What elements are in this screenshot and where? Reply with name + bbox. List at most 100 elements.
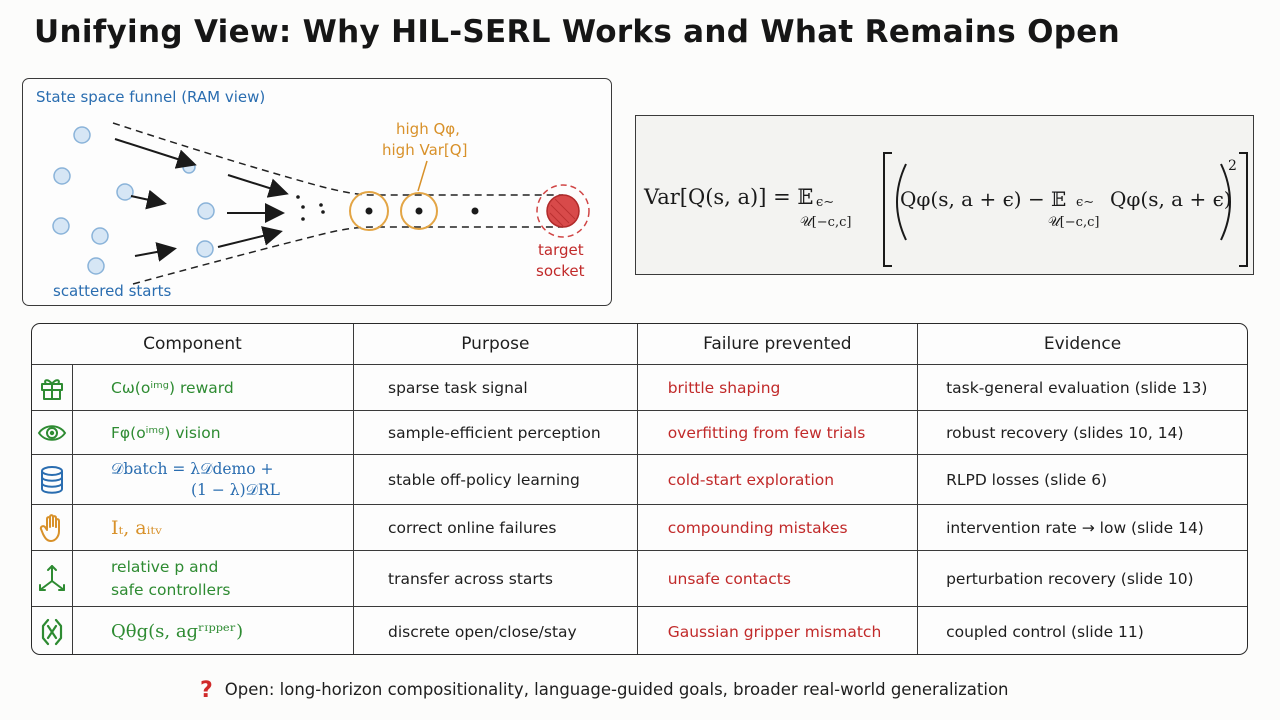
target-socket	[546, 194, 580, 228]
component-text: Iₜ, aᵢₜᵥ	[111, 516, 163, 539]
component-cell: Iₜ, aᵢₜᵥ	[72, 504, 354, 551]
table-row: Qθg(s, aɡʳᶦᵖᵖᵉʳ) discrete open/close/sta…	[32, 606, 1247, 654]
target-socket-outer-ring	[536, 184, 590, 238]
evidence-cell: perturbation recovery (slide 10)	[917, 550, 1247, 607]
purpose-cell: transfer across starts	[353, 550, 638, 607]
purpose-cell: stable off-policy learning	[353, 454, 638, 505]
state-dot	[301, 205, 305, 209]
equation-power: 2	[1228, 158, 1237, 174]
failure-cell: Gaussian gripper mismatch	[636, 606, 919, 654]
failure-text: overfitting from few trials	[667, 423, 866, 442]
equation-sub2b: 𝒰[−c,c]	[1048, 215, 1099, 230]
flow-arrow	[227, 174, 289, 198]
high-q-circle	[400, 192, 438, 230]
equation-sub1b: 𝒰[−c,c]	[800, 215, 851, 230]
start-dot	[52, 217, 70, 235]
funnel-heading: State space funnel (RAM view)	[36, 88, 266, 106]
row-icon-cell	[32, 606, 73, 654]
state-dot	[321, 210, 325, 214]
component-text: Cω(oⁱᵐᵍ) reward	[111, 378, 234, 397]
target-label-line1: target	[538, 241, 584, 259]
header-evidence: Evidence	[917, 324, 1247, 365]
high-q-label-line1: high Qφ,	[396, 120, 460, 138]
flow-arrow	[130, 189, 167, 210]
row-icon-cell	[32, 504, 73, 551]
equation-inner-a: Qφ(s, a + ϵ) − 𝔼	[900, 187, 1066, 211]
component-text: Fφ(oⁱᵐᵍ) vision	[111, 423, 221, 442]
state-dot	[319, 203, 323, 207]
failure-text: Gaussian gripper mismatch	[667, 622, 882, 641]
start-dot	[196, 240, 214, 258]
equation-sub2: ϵ∼	[1076, 195, 1094, 210]
state-dot	[296, 195, 300, 199]
component-cell: 𝒟batch = λ𝒟demo + (1 − λ)𝒟RL	[72, 454, 354, 505]
open-questions-text: Open: long-horizon compositionality, lan…	[224, 680, 1009, 699]
table-row: Fφ(oⁱᵐᵍ) vision sample-efficient percept…	[32, 410, 1247, 455]
failure-cell: brittle shaping	[636, 364, 919, 411]
table-header-row: Component Purpose Failure prevented Evid…	[32, 324, 1247, 365]
component-cell: Qθg(s, aɡʳᶦᵖᵖᵉʳ)	[72, 606, 354, 654]
components-table: Component Purpose Failure prevented Evid…	[31, 323, 1248, 655]
start-dot	[91, 227, 109, 245]
start-dot	[87, 257, 105, 275]
state-dot	[471, 207, 479, 215]
flow-arrow	[114, 138, 197, 169]
evidence-cell: RLPD losses (slide 6)	[917, 454, 1247, 505]
component-text: 𝒟batch = λ𝒟demo +	[111, 459, 274, 478]
row-icon-cell	[32, 550, 73, 607]
component-text-line2: safe controllers	[111, 580, 231, 599]
state-space-funnel-panel: State space funnel (RAM view) scattered …	[22, 78, 612, 306]
failure-text: brittle shaping	[667, 378, 781, 397]
table-row: 𝒟batch = λ𝒟demo + (1 − λ)𝒟RL stable off-…	[32, 454, 1247, 505]
funnel-bottom-edge	[132, 226, 563, 285]
component-cell: Fφ(oⁱᵐᵍ) vision	[72, 410, 354, 455]
start-dot	[116, 183, 134, 201]
question-mark-icon: ?	[200, 678, 213, 703]
failure-cell: compounding mistakes	[636, 504, 919, 551]
start-dot	[53, 167, 71, 185]
equation-sub1: ϵ∼	[816, 195, 834, 210]
component-cell: Cω(oⁱᵐᵍ) reward	[72, 364, 354, 411]
equation-inner-b: Qφ(s, a + ϵ)	[1110, 187, 1232, 211]
scattered-starts-label: scattered starts	[53, 282, 172, 300]
table-row: relative p and safe controllers transfer…	[32, 550, 1247, 607]
purpose-cell: discrete open/close/stay	[353, 606, 638, 654]
state-dot	[365, 207, 373, 215]
gripper-icon	[41, 618, 63, 645]
purpose-cell: sample-efficient perception	[353, 410, 638, 455]
header-component: Component	[32, 324, 354, 365]
evidence-cell: robust recovery (slides 10, 14)	[917, 410, 1247, 455]
funnel-top-edge	[112, 122, 563, 196]
equation-lhs: Var[Q(s, a)] = 𝔼	[643, 185, 813, 209]
axes-icon	[39, 564, 65, 591]
header-purpose: Purpose	[353, 324, 638, 365]
table-row: Cω(oⁱᵐᵍ) reward sparse task signal britt…	[32, 364, 1247, 411]
flow-arrow	[217, 226, 283, 248]
database-icon	[41, 465, 63, 494]
high-q-circle	[349, 191, 389, 231]
row-icon-cell	[32, 410, 73, 455]
failure-cell: unsafe contacts	[636, 550, 919, 607]
component-text: Qθg(s, aɡʳᶦᵖᵖᵉʳ)	[111, 621, 244, 643]
failure-text: unsafe contacts	[667, 569, 791, 588]
failure-cell: cold-start exploration	[636, 454, 919, 505]
purpose-cell: sparse task signal	[353, 364, 638, 411]
state-dot	[415, 207, 423, 215]
eye-icon	[37, 424, 67, 441]
failure-text: compounding mistakes	[667, 518, 848, 537]
evidence-cell: task-general evaluation (slide 13)	[917, 364, 1247, 411]
component-cell: relative p and safe controllers	[72, 550, 354, 607]
failure-cell: overfitting from few trials	[636, 410, 919, 455]
start-dot	[73, 126, 91, 144]
gift-icon	[41, 378, 63, 400]
component-text: relative p and	[111, 557, 219, 576]
open-questions: ? Open: long-horizon compositionality, la…	[200, 678, 1200, 703]
flow-arrow	[134, 242, 177, 262]
high-q-label-line2: high Var[Q]	[382, 141, 468, 159]
page-title: Unifying View: Why HIL-SERL Works and Wh…	[34, 14, 1120, 50]
target-label-line2: socket	[536, 262, 585, 280]
header-failure: Failure prevented	[636, 324, 919, 365]
table-row: Iₜ, aᵢₜᵥ correct online failures compoun…	[32, 504, 1247, 551]
variance-equation: Var[Q(s, a)] = 𝔼 ϵ∼ 𝒰[−c,c] Qφ(s, a + ϵ)…	[643, 152, 1248, 267]
variance-equation-box: Var[Q(s, a)] = 𝔼 ϵ∼ 𝒰[−c,c] Qφ(s, a + ϵ)…	[635, 115, 1254, 275]
